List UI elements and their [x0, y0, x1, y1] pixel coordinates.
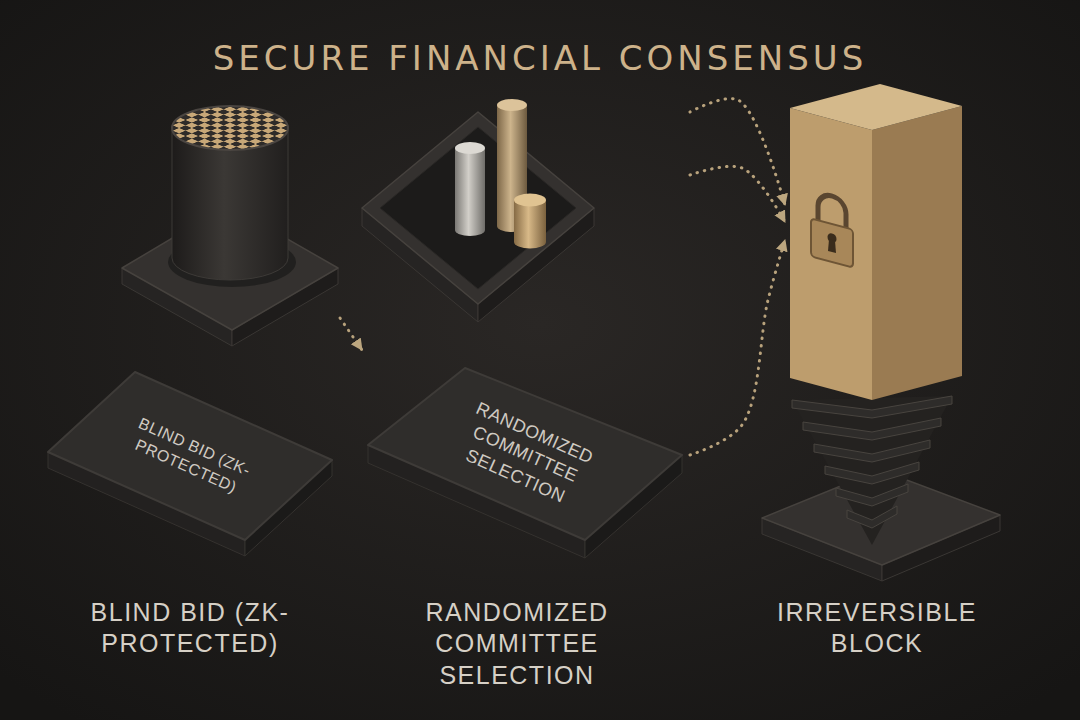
padlock-body — [811, 218, 853, 267]
tile-top — [368, 368, 682, 540]
keyhole — [828, 239, 836, 253]
block-front — [790, 108, 872, 400]
layer-slab — [803, 418, 941, 440]
stage-column: RANDOMIZED COMMITTEE SELECTION RANDOMIZED… — [362, 95, 690, 695]
tray-floor — [380, 127, 576, 289]
padlock — [811, 190, 853, 267]
tile-label: RANDOMIZED COMMITTEE SELECTION — [442, 392, 608, 517]
flow-arrow — [690, 99, 785, 205]
flow-arrow — [690, 240, 785, 455]
checkered-lid — [172, 106, 288, 150]
tray-rim — [362, 112, 594, 304]
stage-column: BLIND BID (ZK-PROTECTED) BLIND BID (ZK-PR… — [45, 95, 340, 695]
stage-caption: BLIND BID (ZK-PROTECTED) — [45, 597, 335, 660]
stage-caption: RANDOMIZED COMMITTEE SELECTION — [367, 597, 667, 691]
flow-arrow — [690, 166, 785, 222]
block-side — [872, 106, 962, 400]
title-band: SECURE FINANCIAL CONSENSUS — [0, 38, 1080, 78]
layer-slab — [847, 506, 897, 528]
layer-slab — [836, 484, 908, 506]
layer-slab — [814, 440, 930, 462]
gold-cylinder — [514, 200, 546, 249]
gold-cylinder-top — [514, 194, 546, 207]
silver-cylinder — [455, 148, 485, 236]
stage-caption: IRREVERSIBLE BLOCK — [757, 597, 997, 660]
stage-column: IRREVERSIBLE BLOCK — [785, 80, 1010, 680]
flow-arrow — [340, 318, 362, 350]
silver-cylinder-top — [455, 142, 485, 154]
layer-stack — [792, 396, 952, 545]
bronze-cylinder-top — [497, 99, 527, 111]
tile-label: BLIND BID (ZK-PROTECTED) — [99, 401, 280, 512]
tile-top — [48, 372, 332, 540]
block-top — [790, 84, 962, 130]
diagram-title: SECURE FINANCIAL CONSENSUS — [213, 38, 868, 78]
layer-slab — [825, 462, 919, 484]
